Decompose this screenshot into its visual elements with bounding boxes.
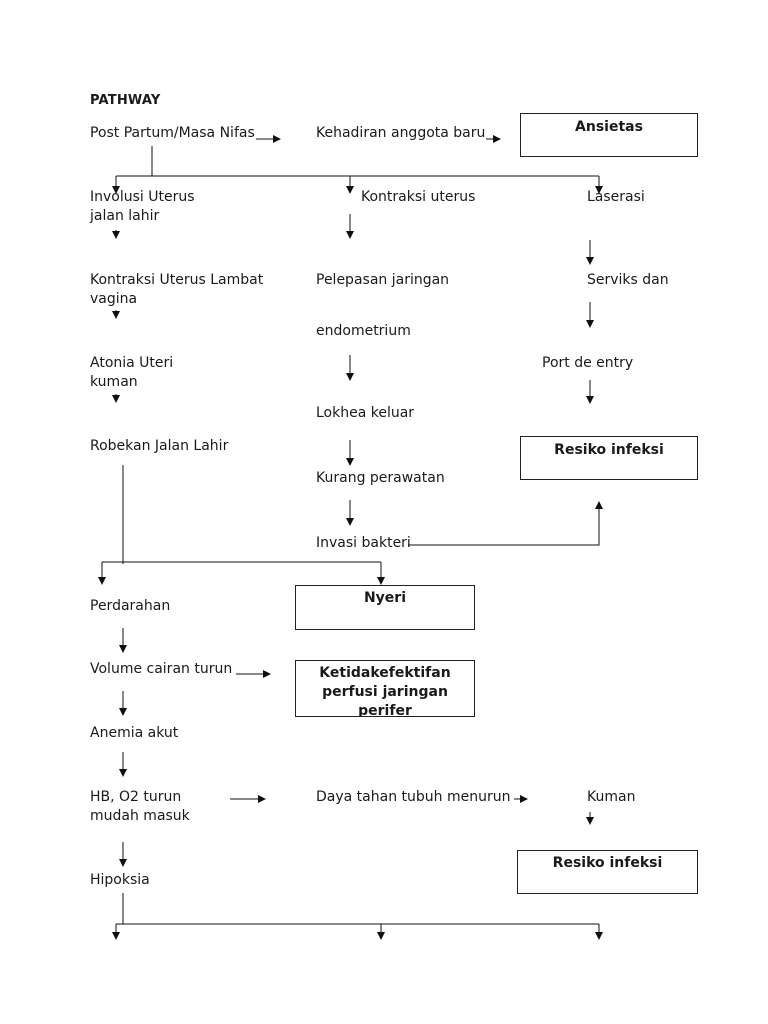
box-resiko-infeksi-1: Resiko infeksi: [520, 436, 698, 480]
arrow-invasi-resiko: [408, 501, 603, 546]
box-ansietas: Ansietas: [520, 113, 698, 157]
node-atonia-line1: Atonia Uteri: [90, 355, 174, 371]
box-nyeri-label: Nyeri: [363, 590, 407, 606]
node-atonia-line2: kuman: [90, 374, 138, 390]
node-laserasi: Laserasi: [587, 189, 645, 205]
node-kehadiran: Kehadiran anggota baru: [316, 125, 486, 141]
node-hb-line1: HB, O2 turun: [90, 789, 182, 805]
page-title: PATHWAY: [90, 93, 161, 108]
node-anemia: Anemia akut: [90, 725, 179, 741]
node-post-partum: Post Partum/Masa Nifas: [90, 125, 255, 141]
box-ketidak-line1: Ketidakefektifan: [319, 665, 451, 681]
node-kontraksi-uterus: Kontraksi uterus: [361, 189, 476, 205]
box-nyeri: Nyeri: [295, 585, 475, 630]
node-invasi-bakteri: Invasi bakteri: [316, 535, 411, 551]
node-daya-tahan: Daya tahan tubuh menurun: [316, 789, 511, 805]
node-port-entry: Port de entry: [542, 355, 634, 371]
node-involusi-line2: jalan lahir: [90, 208, 160, 224]
node-kurang-perawatan: Kurang perawatan: [316, 470, 445, 486]
box-resiko-infeksi-1-label: Resiko infeksi: [554, 442, 664, 458]
box-ketidak-line3: perifer: [358, 703, 412, 717]
node-kontraksi-lambat-line2: vagina: [90, 291, 138, 307]
node-volume-cairan: Volume cairan turun: [90, 661, 233, 677]
node-kuman: Kuman: [587, 789, 636, 805]
node-kontraksi-lambat-line1: Kontraksi Uterus Lambat: [90, 272, 264, 288]
node-pelepasan: Pelepasan jaringan: [316, 272, 450, 288]
box-resiko-infeksi-2: Resiko infeksi: [517, 850, 698, 894]
box-ketidak-line2: perfusi jaringan: [322, 684, 448, 700]
node-lokhea: Lokhea keluar: [316, 405, 415, 421]
node-robekan: Robekan Jalan Lahir: [90, 438, 229, 454]
node-perdarahan: Perdarahan: [90, 598, 171, 614]
node-hipoksia: Hipoksia: [90, 872, 150, 888]
node-endometrium: endometrium: [316, 323, 411, 339]
node-involusi-line1: Involusi Uterus: [90, 189, 195, 205]
node-serviks: Serviks dan: [587, 272, 669, 288]
box-ansietas-label: Ansietas: [575, 119, 643, 135]
box-resiko-infeksi-2-label: Resiko infeksi: [552, 855, 663, 871]
node-hb-line2: mudah masuk: [90, 808, 190, 824]
box-ketidakefektifan: Ketidakefektifan perfusi jaringan perife…: [295, 660, 475, 717]
